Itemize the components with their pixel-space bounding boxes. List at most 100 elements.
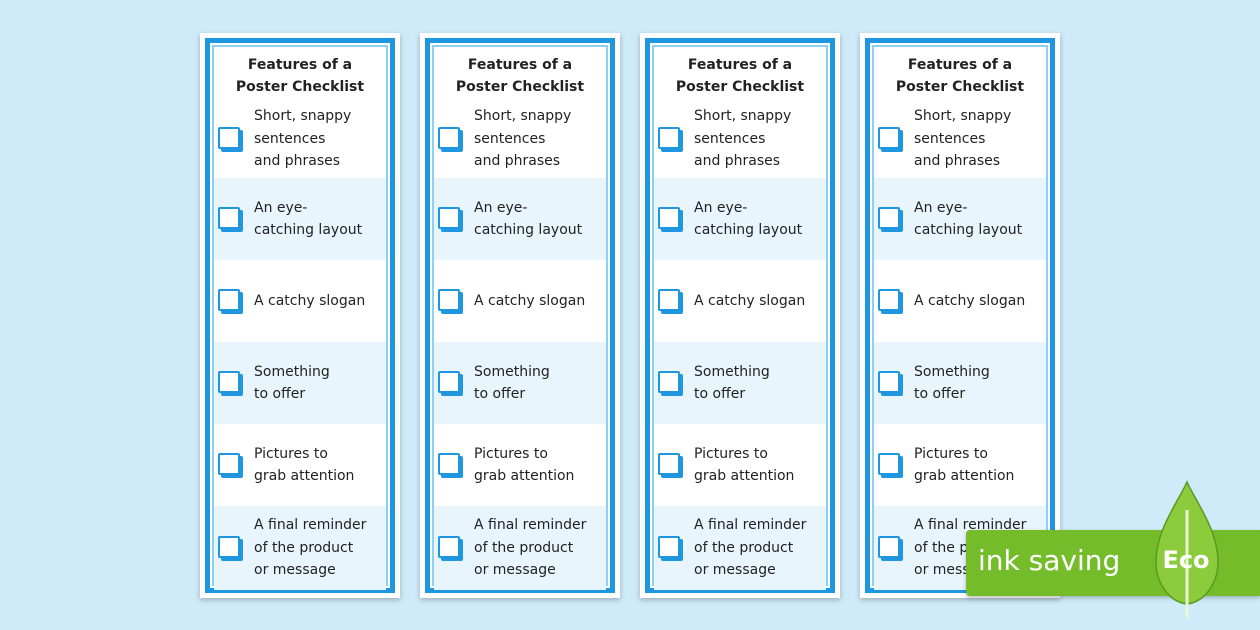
checklist-row: Something to offer — [434, 342, 606, 424]
checkbox-box — [218, 289, 240, 311]
card-title: Features of a Poster Checklist — [455, 57, 585, 95]
checkbox[interactable] — [218, 536, 243, 561]
checkbox[interactable] — [438, 127, 463, 152]
checklist-row: An eye- catching layout — [214, 178, 386, 260]
ink-saving-label: ink saving — [978, 544, 1121, 577]
checklist-item-label: Short, snappy sentences and phrases — [254, 108, 352, 170]
checklist-row: Short, snappy sentences and phrases — [874, 100, 1046, 178]
checkbox[interactable] — [878, 536, 903, 561]
checkbox-box — [438, 127, 460, 149]
checklist-item-label: A catchy slogan — [914, 292, 1026, 309]
checkbox[interactable] — [658, 453, 683, 478]
checklist-row: Something to offer — [654, 342, 826, 424]
checklist-item-label: Pictures to grab attention — [694, 445, 795, 485]
card-title: Features of a Poster Checklist — [235, 57, 365, 95]
checkbox[interactable] — [658, 371, 683, 396]
checkbox[interactable] — [658, 207, 683, 232]
checklist-row: Pictures to grab attention — [874, 424, 1046, 506]
checklist-item-label: A final reminder of the product or messa… — [694, 517, 807, 579]
checklist-item-label: A final reminder of the product or messa… — [254, 517, 367, 579]
checkbox[interactable] — [878, 207, 903, 232]
checklist-row: An eye- catching layout — [874, 178, 1046, 260]
checklist-row: Short, snappy sentences and phrases — [214, 100, 386, 178]
checkbox-box — [658, 207, 680, 229]
checkbox[interactable] — [218, 371, 243, 396]
checklist-row: A final reminder of the product or messa… — [214, 506, 386, 590]
checklist-item-label: Pictures to grab attention — [914, 445, 1015, 485]
checkbox[interactable] — [218, 207, 243, 232]
checklist-item-label: A catchy slogan — [474, 292, 586, 309]
eco-label: Eco — [1162, 546, 1210, 574]
checkbox[interactable] — [438, 371, 463, 396]
checklist-row: Short, snappy sentences and phrases — [434, 100, 606, 178]
checkbox[interactable] — [658, 289, 683, 314]
checkbox-box — [878, 453, 900, 475]
checklist-item-label: Something to offer — [694, 363, 770, 403]
checkbox[interactable] — [438, 289, 463, 314]
checklist-item-label: An eye- catching layout — [254, 199, 363, 239]
checklist-row: Something to offer — [214, 342, 386, 424]
checklist-item-label: Something to offer — [914, 363, 990, 403]
checklist-item-label: Short, snappy sentences and phrases — [914, 108, 1012, 170]
checkbox-box — [878, 536, 900, 558]
checklist-item-label: Pictures to grab attention — [474, 445, 575, 485]
checkbox-box — [878, 207, 900, 229]
checklist-row: A catchy slogan — [654, 260, 826, 342]
leaf-icon — [1155, 480, 1219, 618]
checkbox[interactable] — [658, 536, 683, 561]
checkbox-box — [218, 453, 240, 475]
checklist-item-label: An eye- catching layout — [474, 199, 583, 239]
checkbox[interactable] — [438, 536, 463, 561]
checkbox[interactable] — [218, 289, 243, 314]
checkbox-box — [218, 127, 240, 149]
checklist-item-label: An eye- catching layout — [694, 199, 803, 239]
checkbox[interactable] — [878, 127, 903, 152]
checkbox[interactable] — [218, 127, 243, 152]
card-title: Features of a Poster Checklist — [895, 57, 1025, 95]
checkbox[interactable] — [878, 453, 903, 478]
checklist-row: Short, snappy sentences and phrases — [654, 100, 826, 178]
checklist-row: Something to offer — [874, 342, 1046, 424]
checkbox-box — [218, 536, 240, 558]
checkbox[interactable] — [218, 453, 243, 478]
checklist-item-label: Something to offer — [474, 363, 550, 403]
checkbox[interactable] — [438, 207, 463, 232]
checkbox-box — [658, 453, 680, 475]
checkbox[interactable] — [658, 127, 683, 152]
checkbox-box — [658, 289, 680, 311]
checklist-row: Pictures to grab attention — [434, 424, 606, 506]
checklist-row: A catchy slogan — [874, 260, 1046, 342]
checklist-row: Pictures to grab attention — [654, 424, 826, 506]
checkbox-box — [218, 207, 240, 229]
checklist-item-label: A final reminder of the product or messa… — [474, 517, 587, 579]
checklist-item-label: Something to offer — [254, 363, 330, 403]
checkbox[interactable] — [878, 289, 903, 314]
checklist-item-label: Pictures to grab attention — [254, 445, 355, 485]
checklist-row: A catchy slogan — [434, 260, 606, 342]
checklist-row: A final reminder of the product or messa… — [654, 506, 826, 590]
checkbox-box — [878, 371, 900, 393]
checklist-row: An eye- catching layout — [434, 178, 606, 260]
checkbox-box — [438, 207, 460, 229]
checkbox-box — [218, 371, 240, 393]
checkbox-box — [878, 127, 900, 149]
checklist-row: Pictures to grab attention — [214, 424, 386, 506]
checklist-item-label: A catchy slogan — [694, 292, 806, 309]
checkbox-box — [438, 453, 460, 475]
checkbox[interactable] — [438, 453, 463, 478]
checkbox-box — [438, 289, 460, 311]
checklist-item-label: Short, snappy sentences and phrases — [694, 108, 792, 170]
checkbox[interactable] — [878, 371, 903, 396]
